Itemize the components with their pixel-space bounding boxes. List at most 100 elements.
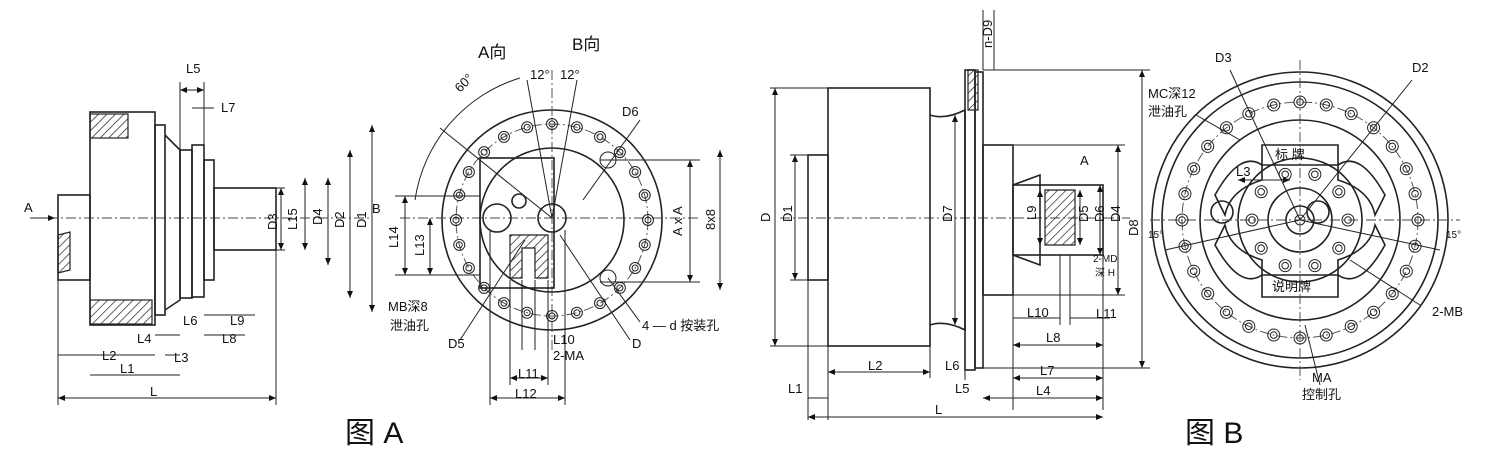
bolt-hole bbox=[1293, 95, 1307, 109]
bolt-hole-inner bbox=[1296, 98, 1304, 106]
bolt-hole-inner bbox=[1245, 109, 1253, 118]
label-A: A bbox=[1080, 153, 1089, 168]
bolt-hole bbox=[462, 262, 475, 274]
bolt-hole-inner bbox=[1347, 109, 1355, 118]
label-L10: L10 bbox=[553, 332, 575, 347]
label-arrow-b: B bbox=[372, 201, 381, 216]
label-L5: L5 bbox=[955, 381, 969, 396]
label-D7: D7 bbox=[940, 205, 955, 222]
label-L6: L6 bbox=[945, 358, 959, 373]
bolt-hole bbox=[521, 121, 534, 134]
label-MC-depth: MC深12 bbox=[1148, 86, 1196, 101]
bolt-hole-inner bbox=[1203, 289, 1212, 298]
fig-b-front-labels: D3 D2 MC深12 泄油孔 标 牌 说明牌 L3 15° 15° 2-MB … bbox=[1148, 50, 1463, 402]
bolt-hole-inner bbox=[1269, 101, 1278, 109]
bolt-hole-inner bbox=[1245, 322, 1253, 331]
label-L9: L9 bbox=[1024, 206, 1039, 220]
bolt-hole-inner bbox=[1411, 242, 1419, 251]
bolt-hole bbox=[478, 146, 491, 159]
bolt-hole-inner bbox=[452, 216, 460, 224]
bolt-hole-inner bbox=[573, 309, 581, 317]
label-D3: D3 bbox=[265, 213, 280, 230]
bolt-hole-inner bbox=[1369, 308, 1378, 317]
label-D1: D1 bbox=[354, 211, 369, 228]
label-L4: L4 bbox=[137, 331, 151, 346]
fig-a-front-bolt-holes bbox=[450, 118, 654, 322]
bolt-hole bbox=[462, 166, 475, 178]
label-L12: L12 bbox=[515, 386, 537, 401]
bolt-hole bbox=[613, 146, 626, 159]
bolt-hole bbox=[1201, 287, 1215, 301]
label-D: D bbox=[632, 336, 641, 351]
bolt-hole-inner bbox=[596, 133, 604, 141]
bolt-hole bbox=[1341, 213, 1355, 227]
bolt-hole-inner bbox=[1269, 331, 1278, 339]
bolt-hole bbox=[570, 306, 583, 319]
bolt-hole bbox=[642, 214, 654, 226]
fig-b-front-bolt-holes bbox=[1175, 95, 1425, 345]
label-L: L bbox=[935, 402, 942, 417]
bolt-hole bbox=[1219, 305, 1233, 319]
bolt-hole-inner bbox=[500, 133, 508, 141]
label-L1: L1 bbox=[120, 361, 134, 376]
bolt-hole-inner bbox=[616, 148, 624, 156]
label-nameplate: 标 牌 bbox=[1275, 147, 1305, 162]
bolt-hole-inner bbox=[1296, 334, 1304, 342]
fig-b-side-view bbox=[770, 10, 1150, 420]
bolt-hole bbox=[629, 166, 642, 178]
bolt-hole-inner bbox=[1344, 216, 1352, 224]
label-L7: L7 bbox=[1040, 363, 1054, 378]
bolt-hole bbox=[450, 214, 462, 226]
bolt-hole bbox=[1308, 259, 1322, 273]
label-arrow-a: A bbox=[24, 200, 33, 215]
bolt-hole-inner bbox=[480, 284, 488, 292]
label-D8: D8 bbox=[1126, 219, 1141, 236]
bolt-hole bbox=[1408, 187, 1422, 201]
bolt-hole-inner bbox=[1322, 331, 1331, 339]
bolt-hole-inner bbox=[523, 309, 531, 317]
label-L7: L7 bbox=[221, 100, 235, 115]
bolt-hole-inner bbox=[631, 168, 639, 176]
bolt-hole-inner bbox=[1322, 101, 1331, 109]
bolt-hole bbox=[1201, 139, 1215, 153]
bolt-hole-inner bbox=[573, 123, 581, 131]
label-n-D9: n-D9 bbox=[980, 20, 995, 48]
label-D4: D4 bbox=[310, 208, 325, 225]
bolt-hole-inner bbox=[455, 241, 463, 249]
label-L11: L11 bbox=[518, 366, 539, 381]
label-D4: D4 bbox=[1108, 205, 1123, 222]
label-mount-holes: 4 — d 按装孔 bbox=[642, 318, 719, 333]
bolt-hole bbox=[1367, 305, 1381, 319]
label-angle-15-left: 15° bbox=[1148, 230, 1163, 241]
bolt-hole bbox=[1399, 264, 1413, 278]
bolt-hole-inner bbox=[1402, 165, 1411, 173]
bolt-hole-inner bbox=[1248, 216, 1256, 224]
bolt-hole-inner bbox=[641, 191, 649, 199]
label-MA: MA bbox=[1312, 370, 1332, 385]
bolt-hole bbox=[1399, 162, 1413, 176]
bolt-hole-inner bbox=[1257, 244, 1265, 253]
bolt-hole bbox=[1308, 167, 1322, 181]
label-angle-12-left: 12° bbox=[530, 67, 550, 82]
bolt-hole bbox=[1293, 331, 1307, 345]
bolt-hole bbox=[1187, 162, 1201, 176]
bolt-hole-inner bbox=[1411, 189, 1419, 198]
label-drain-hole: 泄油孔 bbox=[1148, 104, 1187, 119]
bolt-hole bbox=[1408, 239, 1422, 253]
bolt-hole-inner bbox=[1281, 261, 1289, 270]
label-D6: D6 bbox=[1092, 205, 1107, 222]
bolt-hole-inner bbox=[1181, 189, 1189, 198]
bolt-hole bbox=[1187, 264, 1201, 278]
bolt-hole-inner bbox=[1311, 261, 1319, 270]
label-L14: L14 bbox=[386, 226, 401, 248]
label-D1: D1 bbox=[780, 205, 795, 222]
bolt-hole-inner bbox=[1388, 142, 1397, 151]
fig-b-side-labels: n-D9 D D1 D7 A L9 D5 D6 D4 D8 2-MD 深 H L… bbox=[758, 20, 1141, 417]
bolt-hole bbox=[638, 238, 651, 251]
label-2-MB: 2-MB bbox=[1432, 304, 1463, 319]
bolt-hole bbox=[1245, 213, 1259, 227]
label-AxA: A x A bbox=[670, 206, 685, 236]
bolt-hole bbox=[453, 189, 466, 202]
bolt-hole-inner bbox=[523, 123, 531, 131]
bolt-hole-inner bbox=[1281, 170, 1289, 179]
